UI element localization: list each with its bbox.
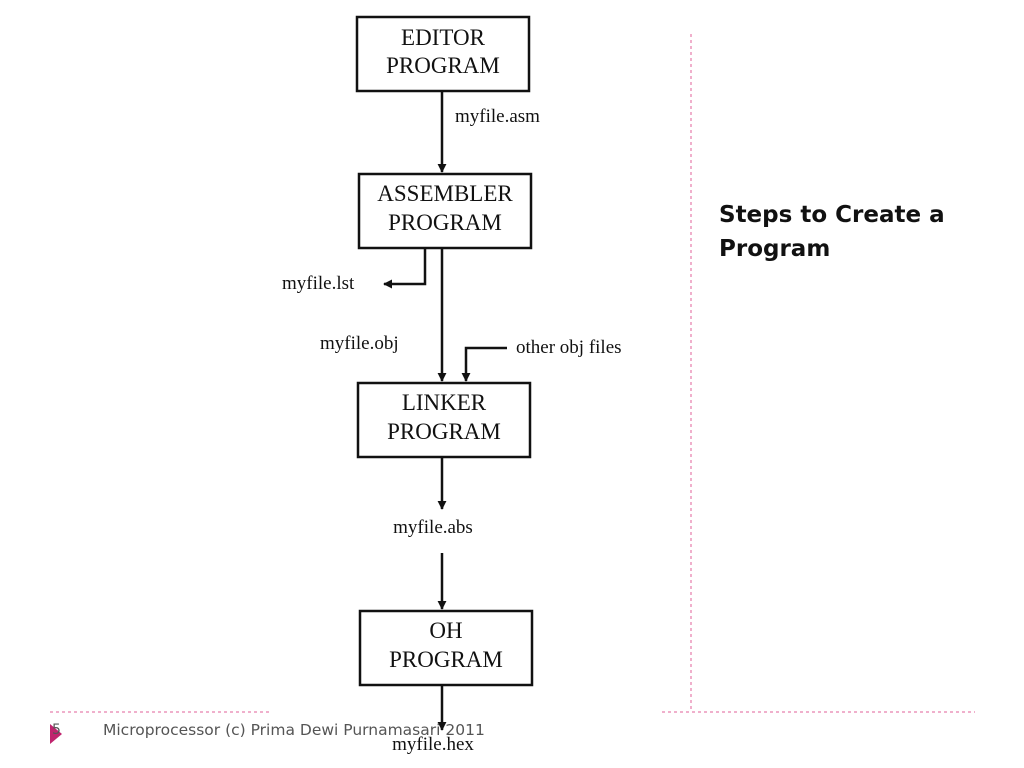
label-myfile-asm: myfile.asm xyxy=(455,106,540,127)
page-number: 5 xyxy=(52,722,61,738)
linker-program-box: LINKER PROGRAM xyxy=(356,381,532,459)
oh-box-line2: PROGRAM xyxy=(389,647,503,672)
arrow-other-obj-to-linker xyxy=(461,346,507,382)
assembler-box-line2: PROGRAM xyxy=(388,210,502,235)
arrow-assembler-to-lst xyxy=(383,248,427,289)
footer-triangle-icon xyxy=(50,724,62,744)
linker-box-line1: LINKER xyxy=(402,390,487,415)
footer-text: Microprocessor (c) Prima Dewi Purnamasar… xyxy=(103,721,485,739)
slide-title: Steps to Create a Program xyxy=(719,198,989,266)
oh-program-box: OH PROGRAM xyxy=(358,609,534,687)
label-myfile-lst: myfile.lst xyxy=(282,273,355,294)
label-myfile-hex: myfile.hex xyxy=(392,734,474,755)
editor-program-box: EDITOR PROGRAM xyxy=(355,15,531,93)
linker-box-line2: PROGRAM xyxy=(387,419,501,444)
slide-title-line1: Steps to Create a xyxy=(719,202,945,228)
assembler-program-box: ASSEMBLER PROGRAM xyxy=(357,172,533,250)
editor-box-line1: EDITOR xyxy=(401,25,486,50)
editor-box-line2: PROGRAM xyxy=(386,53,500,78)
slide-title-line2: Program xyxy=(719,236,831,262)
oh-box-line1: OH xyxy=(429,618,462,643)
label-other-obj-files: other obj files xyxy=(516,337,622,358)
label-myfile-abs: myfile.abs xyxy=(393,517,473,538)
assembler-box-line1: ASSEMBLER xyxy=(377,181,513,206)
label-myfile-obj: myfile.obj xyxy=(320,333,399,354)
